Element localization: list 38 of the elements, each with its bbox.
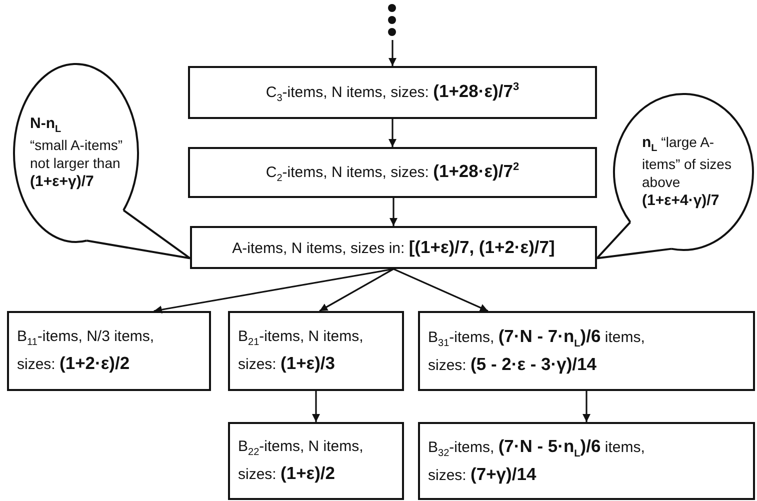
speech-bubble (12, 62, 140, 244)
process-box (190, 226, 597, 269)
process-box (228, 422, 404, 500)
speech-bubble (612, 92, 755, 252)
box-text: sizes: (1+ε)/3 (238, 352, 336, 375)
box-text: B$_{11}$-items, N/3 items, (17, 327, 156, 350)
box-text: sizes: (7+γ)/14 (428, 463, 538, 486)
arrow (388, 40, 396, 66)
speech-bubble-tail (596, 221, 672, 260)
arrow (582, 391, 590, 422)
bubble-text: (1+ε+4·γ)/7 (642, 191, 720, 211)
box-text: B$_{31}$-items, (7·N - 7·n$_{L}$)/6 items, (428, 325, 646, 352)
box-text: A-items, N items, sizes in: [(1+ε)/7, (1+2·ε)/7] (232, 236, 555, 259)
arrow (388, 119, 396, 147)
process-box (188, 66, 597, 119)
bubble-text: “small A-items” not larger than (30, 136, 124, 172)
box-text: B$_{22}$-items, N items, (238, 437, 364, 460)
process-box (418, 422, 755, 500)
box-text: B$_{21}$-items, N items, (238, 327, 364, 350)
box-text: sizes: (1+ε)/2 (238, 462, 336, 485)
box-text: C$_{2}$-items, N items, sizes: (1+28·ε)/7$^{2}$ (266, 160, 520, 186)
process-box (7, 311, 211, 391)
box-text: sizes: (5 - 2·ε - 3·γ)/14 (428, 353, 598, 376)
process-box (228, 311, 404, 391)
bubble-text: N-n$_{L}$ (30, 114, 62, 136)
process-box (188, 147, 597, 198)
process-box (418, 311, 755, 391)
bubble-text: (1+ε+γ)/7 (30, 172, 95, 192)
arrow (154, 268, 394, 314)
arrow (393, 268, 488, 312)
bubble-text: n$_{L}$ “large A-items” of sizes above (642, 133, 732, 192)
box-text: C$_{3}$-items, N items, sizes: (1+28·ε)/7$^{3}$ (266, 80, 520, 106)
speech-bubble-tail (86, 209, 191, 260)
arrow (319, 268, 394, 312)
arrow (390, 198, 398, 226)
box-text: B$_{32}$-items, (7·N - 5·n$_{L}$)/6 items, (428, 435, 646, 462)
arrow (312, 391, 320, 422)
box-text: sizes: (1+2·ε)/2 (17, 352, 131, 375)
